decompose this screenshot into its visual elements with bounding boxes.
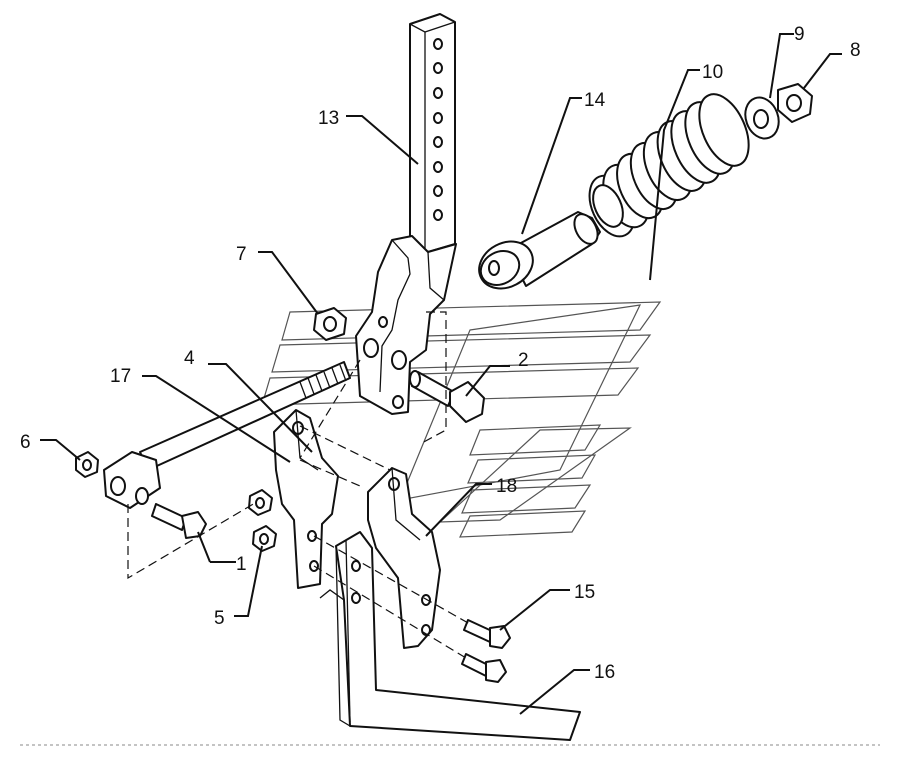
leader-7 xyxy=(258,251,319,315)
callout-16: 16 xyxy=(594,662,615,683)
callout-2: 2 xyxy=(518,350,529,371)
callout-17: 17 xyxy=(110,366,131,387)
part-5-nuts xyxy=(248,489,277,552)
callout-18: 18 xyxy=(496,476,517,497)
leader-8 xyxy=(803,53,842,89)
leader-9 xyxy=(769,33,794,99)
callout-14: 14 xyxy=(584,90,606,111)
watermark-logo xyxy=(261,301,662,538)
leader-13 xyxy=(346,115,419,165)
leader-4 xyxy=(208,363,313,453)
part-7-nut xyxy=(313,307,347,341)
leader-18 xyxy=(425,483,492,537)
part-4-threaded-rod xyxy=(103,361,351,509)
callout-1: 1 xyxy=(236,554,247,575)
leader-16 xyxy=(519,669,590,715)
part-17-left-bracket xyxy=(273,409,339,589)
part-15-bolts xyxy=(461,619,511,683)
leader-6 xyxy=(40,439,81,461)
upper-bracket xyxy=(355,235,457,415)
leader-10 xyxy=(649,69,700,281)
assembly-dashed-lines xyxy=(127,311,471,659)
callout-10: 10 xyxy=(702,62,723,83)
leader-17 xyxy=(142,375,291,463)
part-16-shank xyxy=(319,531,581,741)
part-9-washer xyxy=(744,96,780,140)
part-13-adjuster-bar xyxy=(409,13,456,253)
callout-13: 13 xyxy=(318,108,339,129)
part-18-right-bracket xyxy=(367,467,441,649)
callout-8: 8 xyxy=(850,40,861,61)
leader-2 xyxy=(465,365,510,397)
callout-leaders xyxy=(40,33,842,715)
leader-15 xyxy=(499,589,570,631)
part-6-nut xyxy=(75,451,99,478)
callout-6: 6 xyxy=(20,432,31,453)
callout-15: 15 xyxy=(574,582,595,603)
part-8-hex-nut xyxy=(777,83,813,123)
leader-14 xyxy=(521,97,582,235)
callout-4: 4 xyxy=(184,348,195,369)
callout-5: 5 xyxy=(214,608,225,629)
callout-numbers: 1 2 4 5 6 7 8 9 10 13 14 15 16 17 18 xyxy=(20,24,861,683)
part-14-spring-pin xyxy=(478,211,601,290)
part-1-bolt xyxy=(151,503,207,539)
part-2-bolt xyxy=(409,370,485,423)
part-10-coil-spring xyxy=(588,93,750,238)
leader-5 xyxy=(234,545,263,617)
callout-7: 7 xyxy=(236,244,247,265)
callout-9: 9 xyxy=(794,24,805,45)
